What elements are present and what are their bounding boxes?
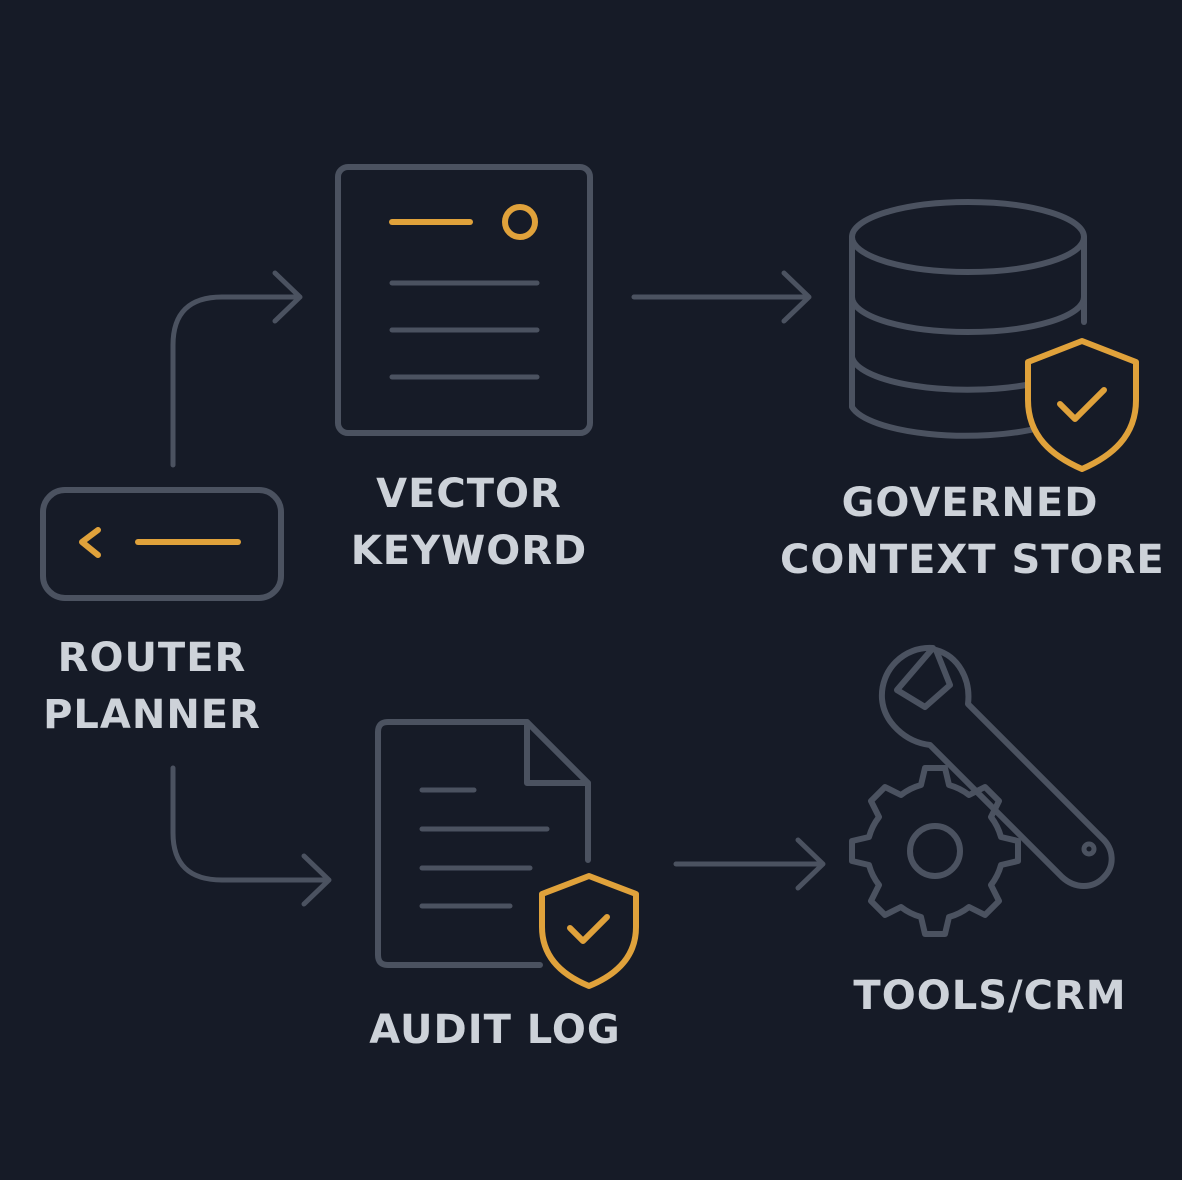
arrow-router-to-vector xyxy=(170,270,303,468)
document-icon xyxy=(335,164,593,436)
gear-icon xyxy=(849,765,1021,937)
tools-crm-node[interactable] xyxy=(849,644,1115,937)
tools-crm-label: TOOLS/CRM xyxy=(840,968,1140,1025)
vector-keyword-label-line-2: KEYWORD xyxy=(350,528,588,574)
governed-context-store-label: GOVERNED CONTEXT STORE xyxy=(780,475,1165,589)
arrow-audit-to-tools xyxy=(673,837,826,891)
governed-context-store-label-line-2: CONTEXT STORE xyxy=(780,537,1165,583)
router-bar-icon xyxy=(40,487,284,601)
vector-keyword-label: VECTOR KEYWORD xyxy=(338,466,600,580)
tools-crm-label-line-1: TOOLS/CRM xyxy=(853,973,1127,1019)
arrow-router-to-audit xyxy=(170,765,332,907)
audit-log-node[interactable] xyxy=(375,719,639,989)
audit-log-label-line-1: AUDIT LOG xyxy=(369,1007,621,1053)
governed-context-store-node[interactable] xyxy=(849,199,1139,472)
database-icon xyxy=(849,199,1087,439)
arrow-vector-to-store xyxy=(631,270,812,324)
shield-check-icon xyxy=(539,873,639,989)
router-planner-label: ROUTER PLANNER xyxy=(22,630,282,744)
router-planner-label-line-1: ROUTER xyxy=(57,635,247,681)
router-planner-label-line-2: PLANNER xyxy=(43,692,261,738)
file-icon xyxy=(375,719,591,968)
audit-log-label: AUDIT LOG xyxy=(350,1002,640,1059)
shield-check-icon xyxy=(1025,338,1139,472)
vector-keyword-node[interactable] xyxy=(335,164,593,436)
vector-keyword-label-line-1: VECTOR xyxy=(376,471,562,517)
router-planner-node[interactable] xyxy=(40,487,284,601)
governed-context-store-label-line-1: GOVERNED xyxy=(841,480,1099,526)
wrench-icon xyxy=(878,644,1115,889)
